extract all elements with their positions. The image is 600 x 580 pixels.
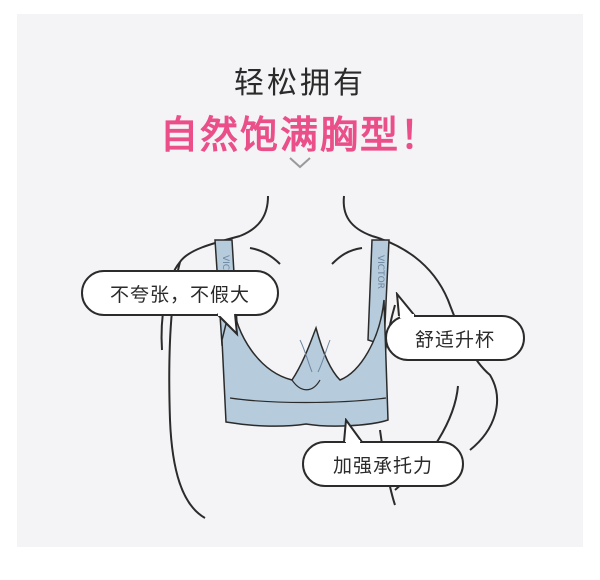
callout-no-exaggeration: 不夸张，不假大 — [81, 270, 279, 316]
callout-tail — [395, 292, 416, 318]
callout-comfort-lift: 舒适升杯 — [385, 315, 525, 361]
bra-cups — [221, 299, 389, 427]
callout-tail — [216, 312, 239, 337]
chevron-down-icon — [289, 157, 311, 169]
callout-stronger-support: 加强承托力 — [302, 441, 464, 487]
svg-text:VICTOR: VICTOR — [375, 255, 385, 289]
callout-text: 加强承托力 — [332, 454, 433, 477]
headline-line1: 轻松拥有 — [234, 66, 366, 101]
callout-text: 不夸张，不假大 — [109, 283, 250, 306]
callout-tail — [343, 418, 363, 444]
callout-text: 舒适升杯 — [414, 328, 495, 351]
headline-line2: 自然饱满胸型！ — [159, 113, 440, 157]
strap-text-right: VICTOR — [375, 255, 385, 289]
